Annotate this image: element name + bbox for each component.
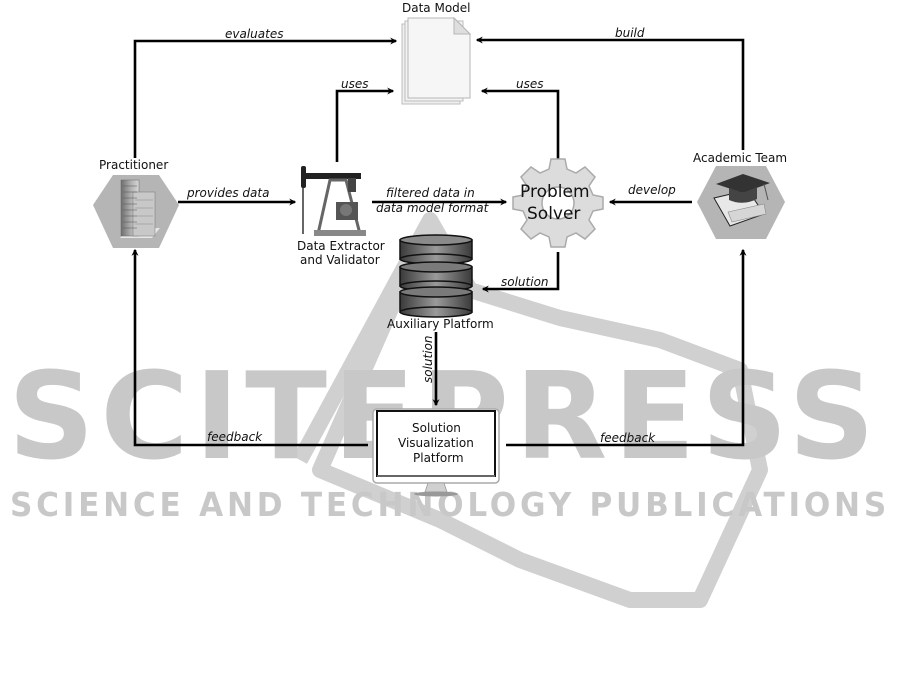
node-auxiliary-platform[interactable]: Auxiliary Platform bbox=[387, 235, 494, 331]
edge-uses-extractor bbox=[337, 91, 393, 162]
extractor-label-line1: Data Extractor bbox=[297, 239, 385, 253]
label-develop: develop bbox=[628, 183, 676, 197]
node-academic-team[interactable]: Academic Team bbox=[693, 151, 787, 239]
edge-build bbox=[477, 40, 743, 150]
extractor-label-line2: and Validator bbox=[300, 253, 380, 267]
node-practitioner[interactable]: Practitioner bbox=[93, 158, 179, 248]
visualization-label-line2: Visualization bbox=[398, 436, 474, 450]
visualization-label-line1: Solution bbox=[412, 421, 461, 435]
label-provides-data: provides data bbox=[186, 186, 269, 200]
label-solution-aux: solution bbox=[421, 335, 435, 383]
academic-team-label: Academic Team bbox=[693, 151, 787, 165]
label-uses-solver: uses bbox=[516, 77, 544, 91]
label-build: build bbox=[615, 26, 645, 40]
database-icon bbox=[400, 235, 472, 317]
edge-uses-solver bbox=[482, 91, 558, 160]
auxiliary-platform-label: Auxiliary Platform bbox=[387, 317, 494, 331]
edge-evaluates bbox=[135, 41, 396, 158]
oil-pump-jack-icon bbox=[301, 166, 366, 236]
practitioner-label: Practitioner bbox=[99, 158, 168, 172]
problem-solver-label-line1: Problem bbox=[520, 182, 590, 202]
label-filtered-line1: filtered data in bbox=[386, 186, 475, 200]
gear-icon bbox=[513, 159, 603, 247]
label-uses-extractor: uses bbox=[341, 77, 369, 91]
problem-solver-label-line2: Solver bbox=[527, 204, 580, 224]
data-model-label: Data Model bbox=[402, 1, 471, 15]
node-data-model[interactable]: Data Model bbox=[402, 1, 471, 104]
node-problem-solver[interactable]: Problem Solver bbox=[513, 159, 603, 247]
document-stack-icon bbox=[402, 18, 470, 104]
label-solution-solver: solution bbox=[501, 275, 549, 289]
visualization-label-line3: Platform bbox=[413, 451, 464, 465]
node-data-extractor[interactable]: Data Extractor and Validator bbox=[297, 166, 385, 267]
label-feedback-right: feedback bbox=[600, 431, 656, 445]
label-filtered-line2: data model format bbox=[376, 201, 490, 215]
label-evaluates: evaluates bbox=[225, 27, 283, 41]
watermark-subtitle: SCIENCE AND TECHNOLOGY PUBLICATIONS bbox=[10, 485, 890, 524]
node-visualization-platform[interactable]: Solution Visualization Platform bbox=[373, 409, 499, 497]
label-feedback-left: feedback bbox=[207, 430, 263, 444]
